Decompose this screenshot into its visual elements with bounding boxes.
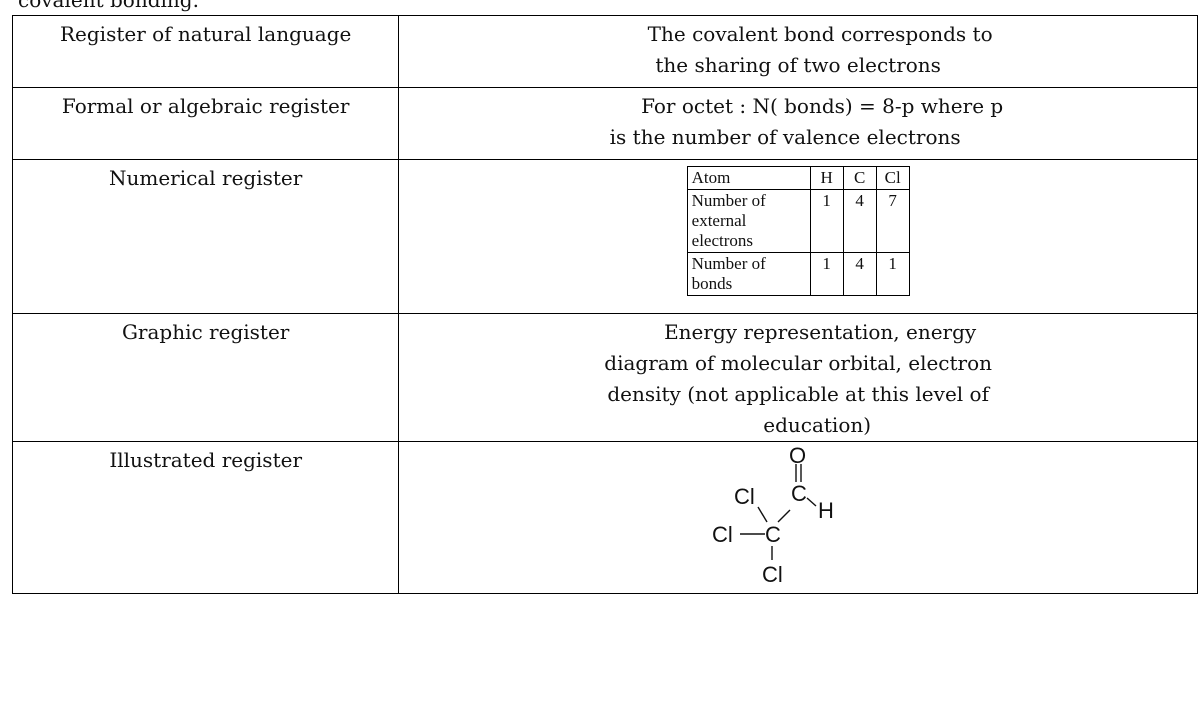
table-header: C (842, 166, 877, 190)
structure-atom: O (789, 443, 806, 468)
table-cell: Number of bonds (686, 252, 811, 296)
example-line: The covalent bond corresponds to (647, 22, 993, 46)
register-example: For octet : N( bonds) = 8-p where p is t… (399, 88, 1197, 153)
register-name: Illustrated register (109, 448, 302, 472)
bond-line (777, 509, 791, 523)
table-row: Number of bonds 1 4 1 (686, 252, 910, 296)
bond-line (757, 506, 768, 523)
example-line: education) (763, 413, 872, 437)
structure-atom: Cl (734, 484, 755, 509)
example-line: density (not applicable at this level of (607, 382, 989, 406)
table-cell: 4 (842, 252, 877, 296)
register-example-cell: The covalent bond corresponds to the sha… (398, 15, 1198, 88)
example-line: diagram of molecular orbital, electron (604, 351, 993, 375)
table-cell: Number of external electrons (686, 189, 811, 253)
table-row: Number of external electrons 1 4 7 (686, 189, 910, 253)
table-row: Illustrated register O Cl C H Cl C Cl (11, 441, 1198, 594)
registers-table: Register of natural language The covalen… (11, 15, 1198, 594)
table-header: H (809, 166, 844, 190)
table-cell: 4 (842, 189, 877, 253)
structure-atom: Cl (762, 562, 783, 587)
table-header: Atom (686, 166, 811, 190)
table-cell: 1 (875, 252, 910, 296)
register-example-cell: O Cl C H Cl C Cl (398, 441, 1198, 594)
structure-atom: C (791, 481, 807, 506)
atom-bond-table: Atom H C Cl Number of external electrons… (686, 166, 910, 296)
table-row: Graphic register Energy representation, … (11, 313, 1198, 442)
structure-atom: H (818, 498, 834, 523)
table-cell: 1 (809, 189, 844, 253)
structure-atom: Cl (712, 522, 733, 547)
register-name-cell: Numerical register (11, 159, 400, 314)
register-name: Numerical register (109, 166, 303, 190)
example-line: the sharing of two electrons (655, 53, 941, 77)
register-name: Register of natural language (59, 22, 352, 46)
register-name: Graphic register (121, 320, 290, 344)
register-name: Formal or algebraic register (61, 94, 350, 118)
register-name-cell: Graphic register (11, 313, 400, 442)
register-example: Energy representation, energy diagram of… (399, 314, 1197, 441)
bond-line (806, 497, 817, 507)
register-name-cell: Illustrated register (11, 441, 400, 594)
table-row: Numerical register Atom H C Cl Number of… (11, 159, 1198, 314)
structure-atom: C (765, 522, 781, 547)
table-cell: 7 (875, 189, 910, 253)
table-row: Atom H C Cl (686, 166, 910, 190)
register-example-cell: Atom H C Cl Number of external electrons… (398, 159, 1198, 314)
register-name-cell: Formal or algebraic register (11, 87, 400, 160)
text-fragment-top: covalent bonding. (18, 0, 199, 12)
register-example: The covalent bond corresponds to the sha… (399, 16, 1197, 81)
table-row: Register of natural language The covalen… (11, 15, 1198, 88)
register-name-cell: Register of natural language (11, 15, 400, 88)
register-example-cell: For octet : N( bonds) = 8-p where p is t… (398, 87, 1198, 160)
register-example-cell: Energy representation, energy diagram of… (398, 313, 1198, 442)
example-line: Energy representation, energy (664, 320, 977, 344)
table-row: Formal or algebraic register For octet :… (11, 87, 1198, 160)
table-cell: 1 (809, 252, 844, 296)
trichloroacetaldehyde-structure: O Cl C H Cl C Cl (712, 443, 834, 587)
example-line: is the number of valence electrons (609, 125, 961, 149)
example-line: For octet : N( bonds) = 8-p where p (641, 94, 1004, 118)
table-header: Cl (875, 166, 910, 190)
